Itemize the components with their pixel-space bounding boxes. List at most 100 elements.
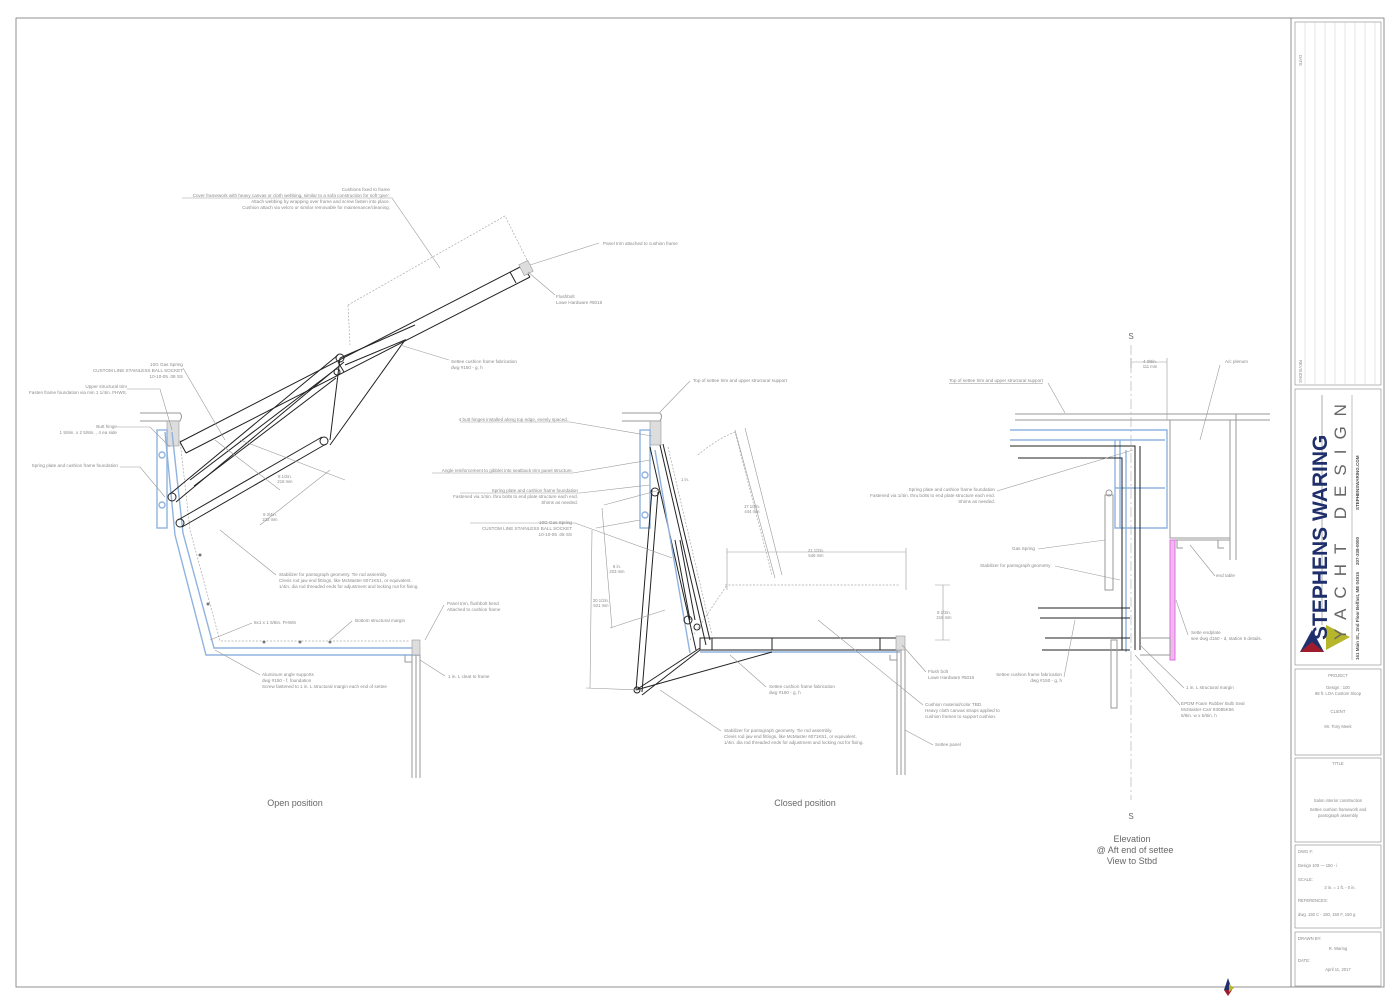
annotation: Top of settee trim and upper structural … — [693, 378, 788, 383]
client-label: CLIENT — [1331, 709, 1346, 714]
title-label: TITLE — [1332, 761, 1344, 766]
annotation: 10-10-05 .08 SS — [539, 532, 572, 537]
annotation: Fastened via 1/4in. thru bolts to end pl… — [870, 493, 995, 498]
annotation: Stabilizer for pantograph geometry — [980, 563, 1051, 568]
dim-label: 4 3/8in. — [1143, 359, 1157, 364]
logo-firm-subtitle: YACHT DESIGN — [1331, 394, 1350, 640]
annotation: 8x1 x 1 5/8in. FHWS — [254, 620, 296, 625]
annotation: McMaster-Carr 93085K56 — [1181, 707, 1234, 712]
annotation: Settee panel — [935, 742, 961, 747]
flushbolt — [518, 259, 534, 277]
drawing-info-box — [1294, 844, 1382, 929]
title-line: Settee cushion framework and — [1310, 807, 1367, 812]
annotation: Shims as needed. — [541, 500, 578, 505]
dim-label: 8 in. — [613, 564, 621, 569]
annotation: Settee cushion frame fabrication — [769, 684, 835, 689]
pantograph-closed — [635, 489, 773, 696]
settee-panel — [404, 655, 421, 778]
annotation: Attach webbing by wrapping over frame an… — [251, 199, 390, 204]
annotation: Heavy cloth canvas straps applied to — [925, 708, 1000, 713]
dim-label: 8 1/2in. — [937, 610, 951, 615]
dim-label: 203 mm — [609, 569, 625, 574]
seat-cushion-frame — [699, 637, 901, 651]
annotation: Settee cushion frame fabrication — [451, 359, 517, 364]
annotation: Shims as needed. — [958, 499, 995, 504]
dim-label: 8 1/2in. — [278, 474, 292, 479]
drawn-by-name: R. Waring — [1329, 946, 1348, 951]
closed-position-caption: Closed position — [774, 798, 836, 808]
annotation: Angle reinforcement to gibblet into seat… — [442, 468, 573, 473]
address: 161 Main St., 2nd Floor — [1355, 611, 1360, 660]
revisions-label: REVISIONS — [1298, 360, 1303, 383]
section-mark-bottom: S — [1128, 812, 1133, 821]
dim-label: 1 in. — [681, 477, 689, 482]
foundation-frame — [164, 431, 420, 656]
client-name: Mr. Tony Meek — [1324, 724, 1352, 729]
cushion-frame-foundation — [1010, 429, 1168, 529]
dim-label: 222 mm — [262, 517, 278, 522]
ac-plenum — [1169, 419, 1231, 539]
dim-label: 444 mm — [744, 509, 760, 514]
drawn-by-box — [1294, 931, 1382, 987]
company-logo: STEPHENS WARING YACHT DESIGN 161 Main St… — [1300, 394, 1360, 660]
annotation: Fastened via 1/4in. thru bolts to end pl… — [453, 494, 578, 499]
annotation: 1 5/8in. x 2 5/8in. , 4 ea side — [60, 430, 118, 435]
annotation: Clevis rod jaw end fittings, like McMast… — [724, 734, 857, 739]
scale-label: SCALE: — [1298, 877, 1313, 882]
annotation: Cushions fixed to frame — [342, 187, 391, 192]
dwg-label: DWG #: — [1298, 849, 1313, 854]
open-position-view: 8 1/2in. 216 mm 8 3/4in. 222 mm Cushions… — [29, 187, 678, 808]
dim-label: 17 1/2in. — [744, 504, 760, 509]
annotation: Attached to cushion frame — [447, 607, 501, 612]
open-position-caption: Open position — [267, 798, 323, 808]
cushion-outline — [689, 431, 900, 641]
annotation: Screw fastened to 1 in. L structural mar… — [262, 684, 387, 689]
spring-plate — [156, 429, 168, 529]
annotation: Settee cushion frame fabrication — [996, 672, 1062, 677]
dim-label: 546 mm — [808, 553, 824, 558]
annotation: Cushion attach via velcro or similar rem… — [242, 205, 390, 210]
annotation: Cover framework with heavy canvas or clo… — [193, 193, 390, 198]
annotation: Butt hinge — [96, 424, 117, 429]
annotation: Flush bolt — [928, 669, 949, 674]
date-value: April 11, 2017 — [1325, 967, 1351, 972]
stabilizer-rod — [1110, 639, 1118, 709]
references-value: dwg. 150 C - 150, 150 F, 150 g — [1298, 912, 1356, 917]
annotation: Bottom structural margin — [355, 618, 405, 623]
project-label: PROJECT — [1328, 673, 1348, 678]
annotation: Lowe Hardware #5016 — [928, 675, 975, 680]
annotation: Spring plate and cushion frame foundatio… — [32, 463, 119, 468]
annotation: Flushbolt — [556, 294, 575, 299]
elevation-view: S S 4 3/8in. 111 mm A/c plenum Top of se… — [870, 332, 1270, 866]
annotation: dwg #150 - g, h — [1030, 678, 1062, 683]
website: STEPHENSWARING.COM — [1355, 455, 1360, 510]
annotation: Aluminum angle supports — [262, 672, 315, 677]
logo-box — [1294, 388, 1382, 666]
annotation: 1/4in. dia rod threaded ends for adjustm… — [724, 740, 864, 745]
gas-spring — [189, 371, 337, 487]
logo-firm-name: STEPHENS WARING — [1309, 435, 1332, 640]
title-block: DATE REVISIONS STEPHENS WARING YACHT DES… — [1294, 21, 1382, 987]
references-label: REFERENCES: — [1298, 898, 1328, 903]
project-box — [1294, 668, 1382, 756]
annotation: cushion frames to support cushion. — [925, 714, 996, 719]
elevation-caption: @ Aft end of settee — [1097, 845, 1174, 855]
annotation: end table — [1216, 573, 1235, 578]
annotation: dwg #150 - g, h — [451, 365, 483, 370]
title-line: Salon interior construction — [1314, 798, 1363, 803]
upper-trim — [140, 412, 182, 422]
revisions-box — [1294, 21, 1382, 386]
annotation: Lowe Hardware #5016 — [556, 300, 603, 305]
cushion-outline — [347, 215, 529, 346]
drawn-by-label: DRAWN BY: — [1298, 936, 1321, 941]
pantograph-link — [329, 324, 416, 446]
dim-label: 216 mm — [936, 615, 952, 620]
annotation: Panel trim, flushbolt bend — [447, 601, 499, 606]
gas-spring — [1104, 494, 1114, 591]
annotation: Cushion material/color TBD. — [925, 702, 982, 707]
date-label: DATE: — [1298, 958, 1310, 963]
dim-label: 21 1/2in. — [808, 548, 824, 553]
annotation: Clevis rod jaw end fittings, like McMast… — [279, 578, 412, 583]
title-box — [1294, 757, 1382, 843]
project-design: Design : 100 — [1326, 685, 1350, 690]
